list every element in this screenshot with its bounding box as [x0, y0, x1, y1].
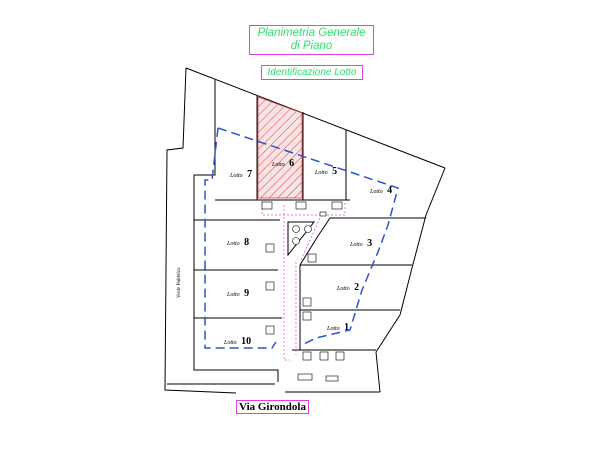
lot-2-label: Lotto 2 [336, 277, 359, 294]
plan-title-line1: Planimetria Generale [257, 27, 366, 39]
lot-8-label: Lotto 8 [226, 232, 249, 249]
plan-title-line2: di Piano [290, 40, 333, 52]
plan-subtitle: Identificazione Lotto [261, 65, 363, 80]
site-outline [164, 67, 446, 394]
green-area-label: Verde Pubblico [177, 267, 182, 298]
lot-6-label: Lotto 6 [271, 153, 294, 170]
plan-title-box: Planimetria Generale di Piano [249, 25, 374, 55]
lot-4-label: Lotto 4 [369, 180, 392, 197]
building-limit-dashed-top [217, 127, 399, 347]
building-limit-dashed [204, 127, 277, 349]
access-paths [261, 200, 346, 361]
highlighted-lot-6[interactable] [257, 96, 303, 199]
lot-labels: Lotto 1 Lotto 2 Lotto 3 Lotto 4 Lotto 5 … [223, 153, 392, 348]
lot-7-label: Lotto 7 [229, 164, 252, 181]
lot-3-label: Lotto 3 [349, 233, 372, 250]
fixtures [261, 201, 345, 382]
lot-9-label: Lotto 9 [226, 283, 249, 300]
lot-10-label: Lotto 10 [223, 331, 251, 348]
lot-1-label: Lotto 1 [326, 317, 349, 334]
street-name-label: Via Girondola [236, 400, 309, 414]
lot-5-label: Lotto 5 [314, 161, 337, 178]
